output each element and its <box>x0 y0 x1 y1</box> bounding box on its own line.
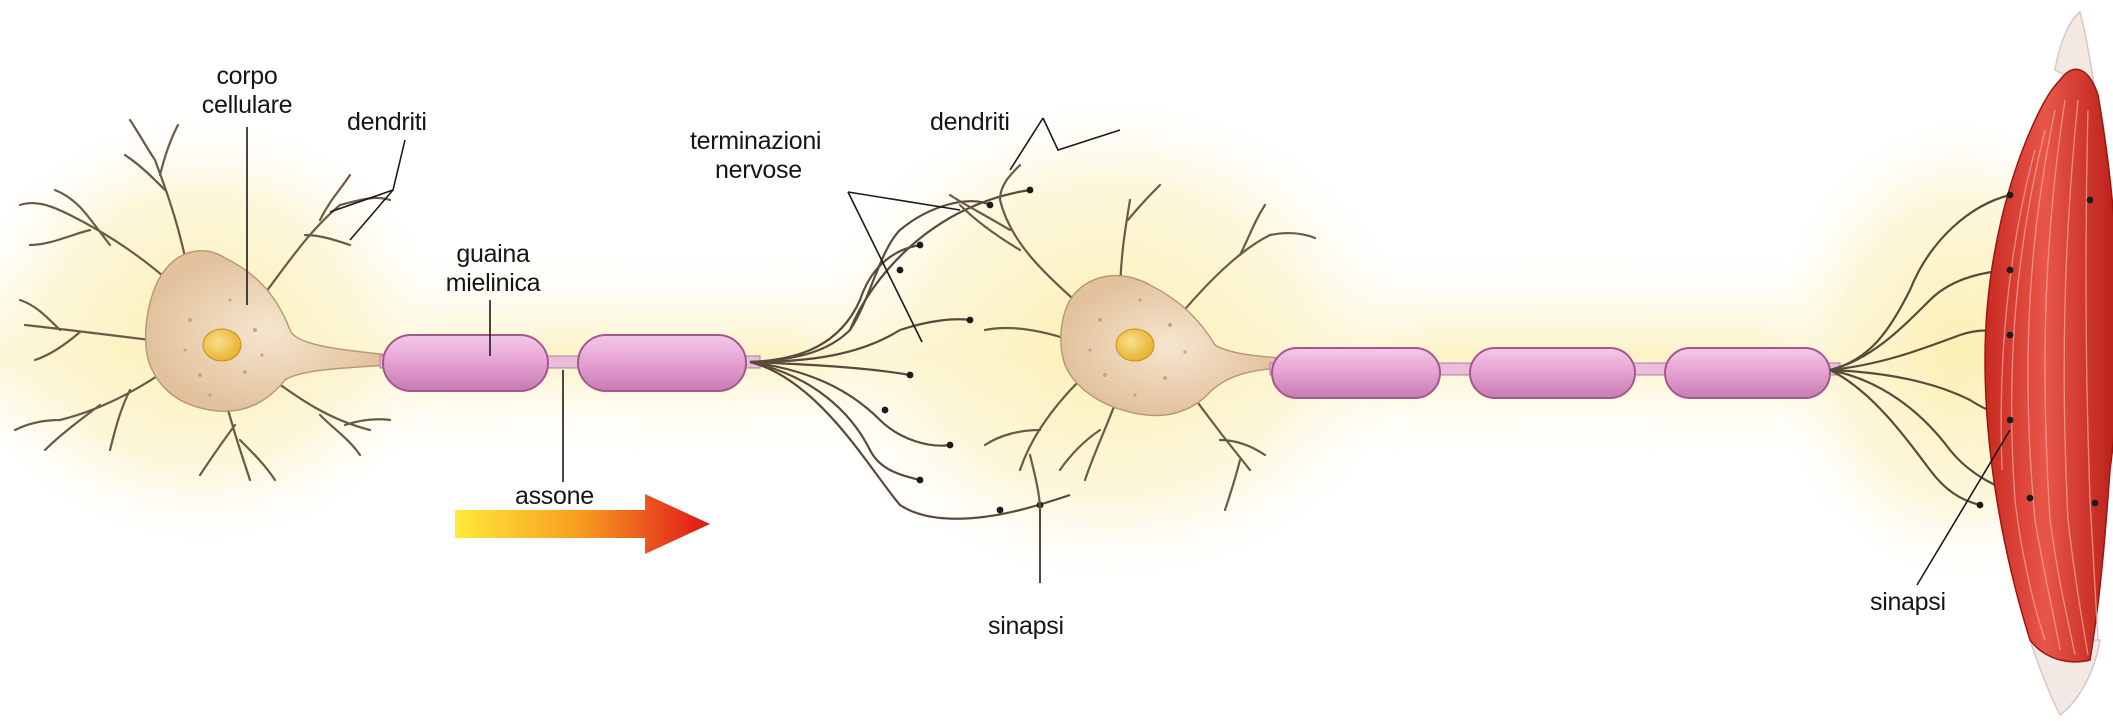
label-terminazioni-nervose-line1: terminazioni <box>690 127 821 156</box>
myelin-segment <box>578 335 746 391</box>
label-sinapsi-mid: sinapsi <box>988 612 1064 641</box>
axon-right <box>1270 348 1840 398</box>
label-guaina-mielinica-line2: mielinica <box>438 269 548 298</box>
label-terminazioni-nervose-line2: nervose <box>690 156 821 185</box>
label-corpo-cellulare-line2: cellulare <box>184 91 310 120</box>
label-guaina-mielinica-line1: guaina <box>438 240 548 269</box>
label-guaina-mielinica: guaina mielinica <box>438 240 548 298</box>
label-corpo-cellulare: corpo cellulare <box>184 62 310 120</box>
myelin-segment <box>1272 348 1440 398</box>
myelin-segment <box>1470 348 1635 398</box>
label-corpo-cellulare-line1: corpo <box>184 62 310 91</box>
label-dendriti-left: dendriti <box>347 108 427 137</box>
left-nucleus <box>203 329 241 361</box>
myelin-segment <box>383 335 548 391</box>
label-assone: assone <box>515 482 594 511</box>
middle-nucleus <box>1116 329 1154 361</box>
myelin-segment <box>1665 348 1830 398</box>
background-glow <box>0 80 2113 600</box>
label-dendriti-mid: dendriti <box>930 108 1010 137</box>
label-sinapsi-right: sinapsi <box>1870 588 1946 617</box>
label-terminazioni-nervose: terminazioni nervose <box>690 127 821 185</box>
